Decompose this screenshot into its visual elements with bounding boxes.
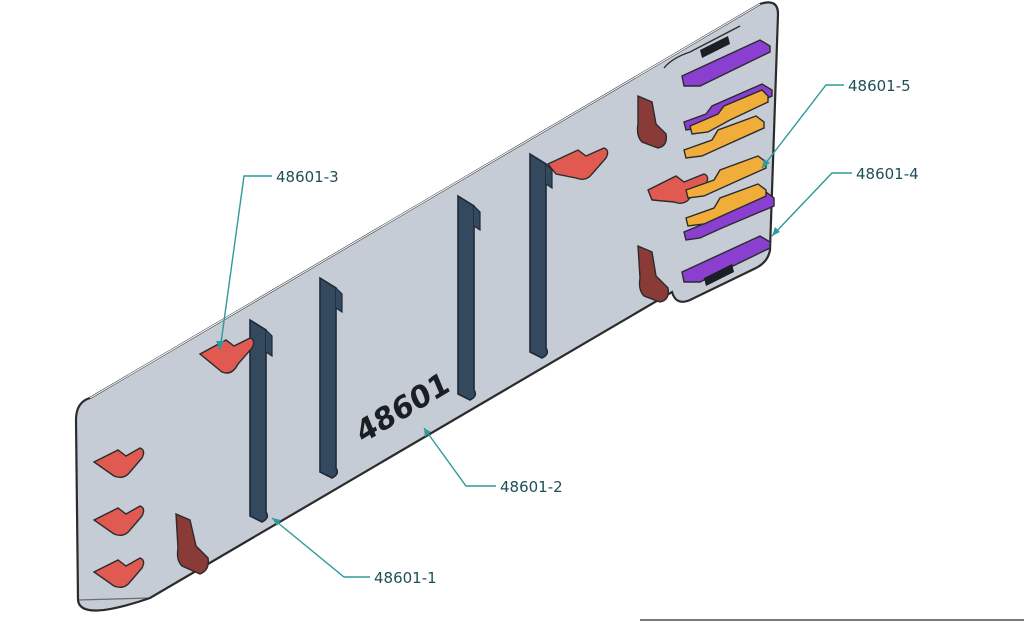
callout-48601-1: 48601-1	[374, 569, 437, 587]
dark-clip-a	[175, 512, 210, 575]
purple-strip-1	[681, 39, 771, 87]
orange-strips-group	[683, 89, 769, 227]
stamp-mark-top	[700, 36, 730, 58]
purple-strip-4	[681, 235, 771, 283]
dark-clips-group	[175, 94, 670, 575]
leader-lines	[216, 84, 852, 578]
red-clip-b	[92, 505, 145, 537]
red-clip-c	[92, 557, 145, 589]
red-clip-a	[92, 447, 145, 479]
leader-48601-5	[761, 84, 844, 169]
callout-48601-2: 48601-2	[500, 478, 563, 496]
orange-strip-4	[685, 183, 767, 227]
rail-4	[529, 152, 553, 359]
stamp-mark-bottom	[704, 264, 734, 286]
leader-48601-1	[271, 517, 370, 578]
rail-2	[319, 276, 343, 479]
callout-48601-4: 48601-4	[856, 165, 919, 183]
callout-48601-5: 48601-5	[848, 77, 911, 95]
rail-3	[457, 194, 481, 401]
dark-clip-b	[636, 94, 668, 149]
dark-clip-c	[637, 244, 670, 303]
rails-group	[249, 152, 553, 523]
red-clip-d	[546, 147, 609, 181]
leader-48601-4	[771, 172, 852, 237]
orange-strip-1	[689, 89, 769, 135]
rail-1	[249, 318, 273, 523]
callout-48601-3: 48601-3	[276, 168, 339, 186]
red-clip-3	[198, 337, 255, 374]
leader-48601-2	[423, 427, 496, 487]
red-clips-group	[92, 147, 709, 589]
orange-strip-2	[683, 115, 765, 159]
leader-48601-3	[219, 175, 272, 351]
